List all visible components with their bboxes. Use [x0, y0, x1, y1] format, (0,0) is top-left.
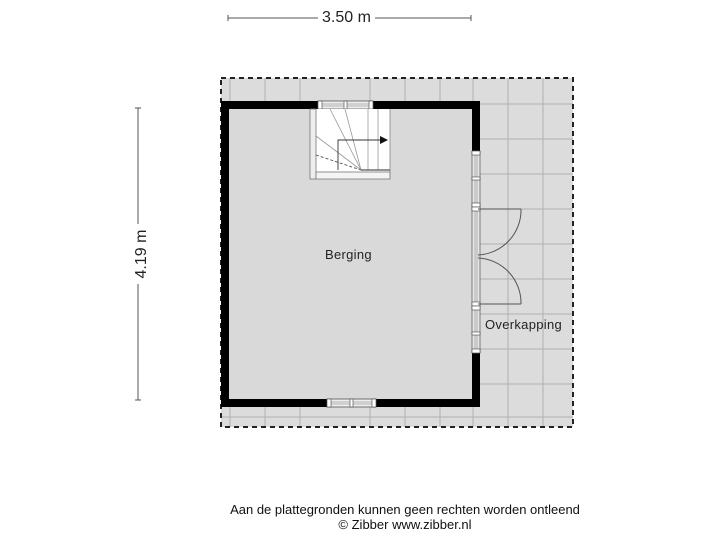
room-label-overkapping: Overkapping	[485, 317, 563, 332]
staircase	[309, 108, 391, 180]
double-door	[477, 208, 522, 305]
right-wall-openings	[471, 150, 481, 354]
walls	[221, 101, 480, 407]
top-window	[317, 100, 374, 110]
room-label-berging: Berging	[325, 247, 372, 262]
footer-disclaimer: Aan de plattegronden kunnen geen rechten…	[230, 502, 580, 517]
footer-copyright: © Zibber www.zibber.nl	[338, 517, 472, 532]
height-dimension-label: 4.19 m	[133, 224, 151, 284]
bottom-window	[326, 398, 377, 408]
width-dimension-label: 3.50 m	[318, 9, 375, 27]
